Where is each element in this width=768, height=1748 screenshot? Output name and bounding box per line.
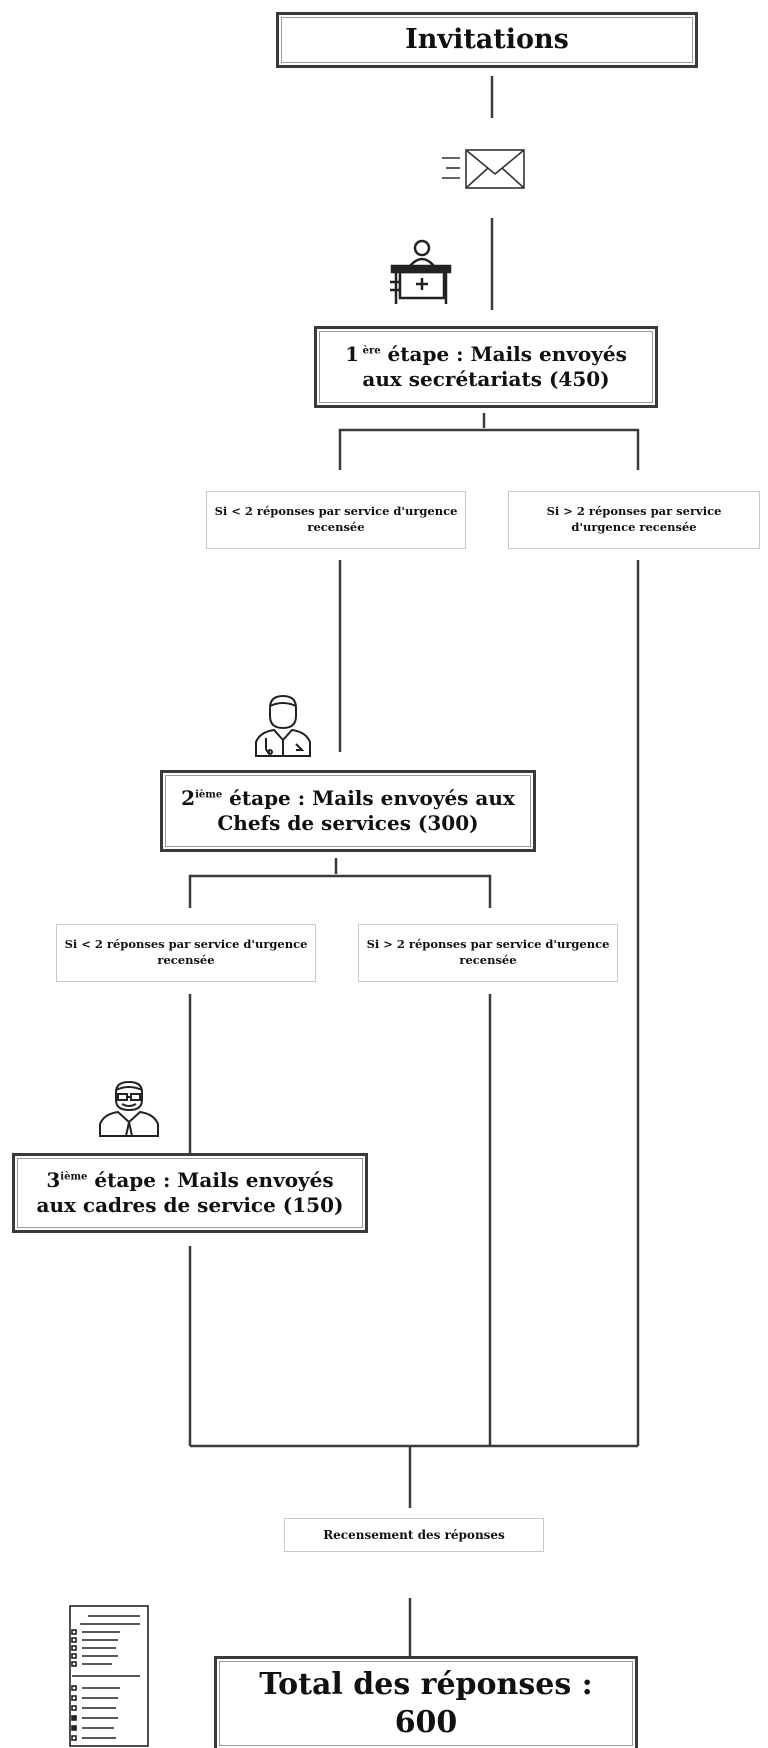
checklist-icon [69, 1605, 149, 1747]
stage-2-label: 2ième étape : Mails envoyés aux Chefs de… [181, 786, 515, 835]
title-box: Invitations [276, 12, 698, 68]
stage-3-box: 3ième étape : Mails envoyés aux cadres d… [12, 1153, 368, 1233]
stage-3-label: 3ième étape : Mails envoyés aux cadres d… [36, 1168, 344, 1217]
condition-stage1-right: Si > 2 réponses par service d'urgence re… [508, 491, 760, 549]
condition-stage1-left: Si < 2 réponses par service d'urgence re… [206, 491, 466, 549]
stage-2-box: 2ième étape : Mails envoyés aux Chefs de… [160, 770, 536, 852]
condition-stage2-right: Si > 2 réponses par service d'urgence re… [358, 924, 618, 982]
total-label: Total des réponses : [259, 1667, 593, 1702]
stage-1-label: 1 ère étape : Mails envoyés aux secrétar… [345, 342, 627, 391]
total-box: Total des réponses : 600 [214, 1656, 638, 1748]
manager-icon [99, 1080, 159, 1137]
title-text: Invitations [405, 24, 569, 56]
mail-icon [442, 149, 525, 189]
census-box: Recensement des réponses [284, 1518, 544, 1552]
total-value: 600 [394, 1704, 458, 1740]
secretary-desk-icon [390, 239, 452, 304]
doctor-icon [255, 694, 311, 757]
condition-stage2-left: Si < 2 réponses par service d'urgence re… [56, 924, 316, 982]
stage-1-box: 1 ère étape : Mails envoyés aux secrétar… [314, 326, 658, 408]
